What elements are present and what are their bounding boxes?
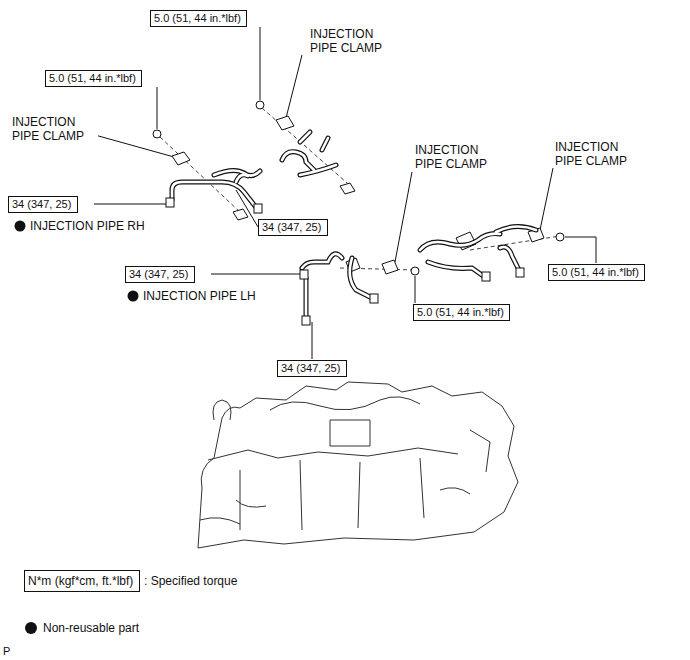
torque-legend-box: N*m (kgf*cm, ft.*lbf) [24,570,140,592]
part-name: INJECTION PIPE LH [143,289,256,303]
torque-box: 5.0 (51, 44 in.*lbf) [45,70,142,87]
torque-box: 5.0 (51, 44 in.*lbf) [548,264,645,281]
part-name: INJECTION PIPE CLAMP [12,115,98,143]
part-name: INJECTION PIPE CLAMP [555,140,641,168]
torque-value: 34 (347, 25) [262,221,321,233]
torque-value: 5.0 (51, 44 in.*lbf) [49,72,136,84]
legend-text: Non-reusable part [43,621,139,635]
torque-value: 5.0 (51, 44 in.*lbf) [417,306,504,318]
torque-box: 34 (347, 25) [125,266,195,283]
torque-value: 34 (347, 25) [12,198,71,210]
legend-text: : Specified torque [144,574,237,588]
part-name: INJECTION PIPE CLAMP [310,27,396,55]
torque-value: 34 (347, 25) [129,268,188,280]
torque-value: 34 (347, 25) [281,362,340,374]
torque-box: 5.0 (51, 44 in.*lbf) [413,304,510,321]
torque-box: 5.0 (51, 44 in.*lbf) [150,10,247,27]
torque-value: 5.0 (51, 44 in.*lbf) [552,266,639,278]
page-mark: P [3,644,10,658]
torque-box: 34 (347, 25) [8,196,78,213]
torque-value: 5.0 (51, 44 in.*lbf) [154,12,241,24]
part-name: INJECTION PIPE CLAMP [415,143,501,171]
torque-value: N*m (kgf*cm, ft.*lbf) [28,574,133,588]
torque-box: 34 (347, 25) [277,360,347,377]
part-name: INJECTION PIPE RH [30,219,145,233]
torque-box: 34 (347, 25) [258,219,328,236]
